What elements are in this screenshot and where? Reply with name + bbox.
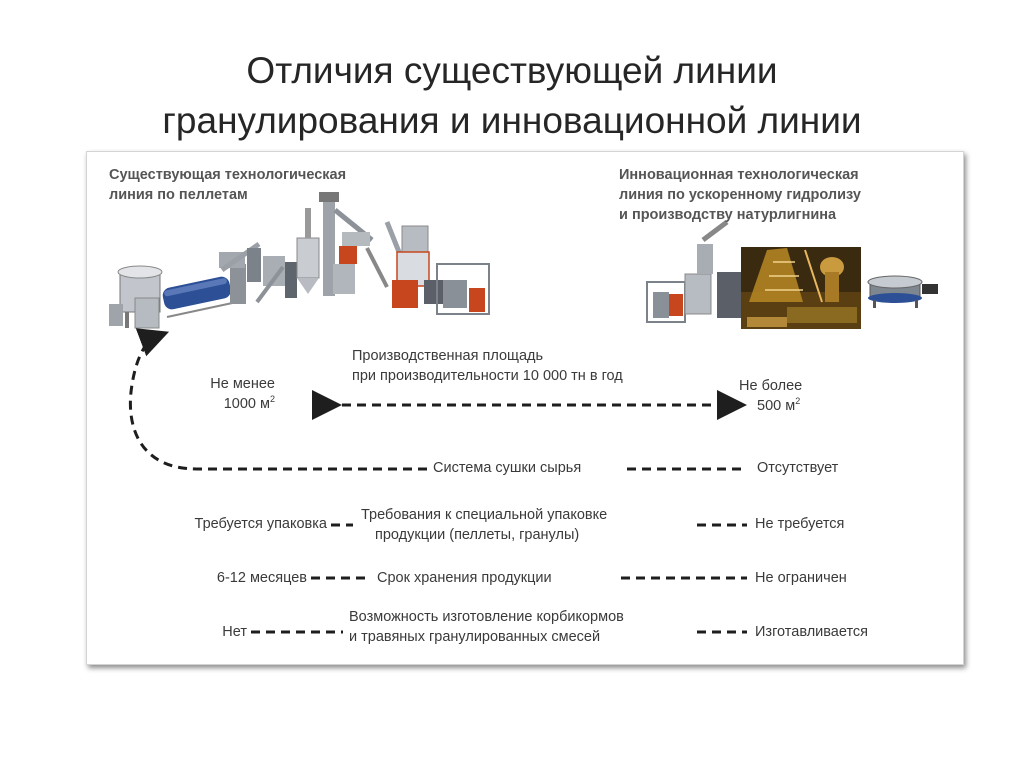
comparison-diagram: Существующая технологическая линия по пе… — [86, 151, 964, 665]
criterion-packaging: Требования к специальной упаковке продук… — [361, 505, 607, 545]
area-innovative-unit-sup: 2 — [795, 396, 801, 407]
area-innovative-number: 500 м — [757, 398, 796, 414]
existing-line-label-line-1: Существующая технологическая — [109, 167, 347, 183]
innovative-line-label-line-2: линия по ускоренному гидролизу — [619, 187, 861, 203]
criterion-feed-line-1: Возможность изготовление корбикормов — [349, 609, 624, 625]
innovative-line-label: Инновационная технологическая линия по у… — [619, 165, 861, 225]
production-area-label-line-2: при производительности 10 000 тн в год — [352, 368, 623, 384]
criterion-feed: Возможность изготовление корбикормов и т… — [349, 607, 624, 647]
criterion-feed-line-2: и травяных гранулированных смесей — [349, 629, 601, 645]
production-area-label-line-1: Производственная площадь — [352, 348, 544, 364]
area-existing-unit-sup: 2 — [269, 394, 275, 405]
packaging-innovative-value: Не требуется — [755, 516, 845, 532]
area-existing-value: Не менее 1000 м2 — [183, 374, 275, 414]
area-existing-caption: Не менее — [210, 376, 275, 392]
existing-line-label: Существующая технологическая линия по пе… — [109, 165, 346, 205]
pellet-line-illustration-icon — [109, 192, 490, 329]
innovative-line-label-line-3: и производству натурлигнина — [619, 207, 837, 223]
feed-innovative-value: Изготавливается — [755, 624, 869, 640]
criterion-packaging-line-2: продукции (пеллеты, гранулы) — [375, 527, 580, 543]
criterion-packaging-line-1: Требования к специальной упаковке — [361, 507, 608, 523]
innovative-line-label-line-1: Инновационная технологическая — [619, 167, 859, 183]
storage-existing-value: 6-12 месяцев — [216, 570, 307, 586]
slide-title: Отличия существующей линии гранулировани… — [0, 46, 1024, 146]
title-line-2: гранулирования и инновационной линии — [162, 100, 862, 141]
area-innovative-value: Не более 500 м2 — [739, 376, 802, 416]
area-existing-number: 1000 м — [223, 396, 270, 412]
diagram-graphics — [109, 192, 938, 634]
criterion-storage: Срок хранения продукции — [377, 570, 552, 586]
production-area-label: Производственная площадь при производите… — [352, 346, 623, 386]
drying-innovative-value: Отсутствует — [757, 460, 839, 476]
packaging-existing-value: Требуется упаковка — [194, 516, 327, 532]
storage-innovative-value: Не ограничен — [755, 570, 847, 586]
feed-existing-value: Нет — [222, 624, 247, 640]
title-line-1: Отличия существующей линии — [246, 50, 778, 91]
hydrolysis-line-illustration-icon — [646, 220, 938, 329]
criterion-drying-system: Система сушки сырья — [433, 460, 582, 476]
existing-line-label-line-2: линия по пеллетам — [109, 187, 248, 203]
curved-dashed-arrow — [128, 328, 427, 471]
area-innovative-caption: Не более — [739, 378, 803, 394]
